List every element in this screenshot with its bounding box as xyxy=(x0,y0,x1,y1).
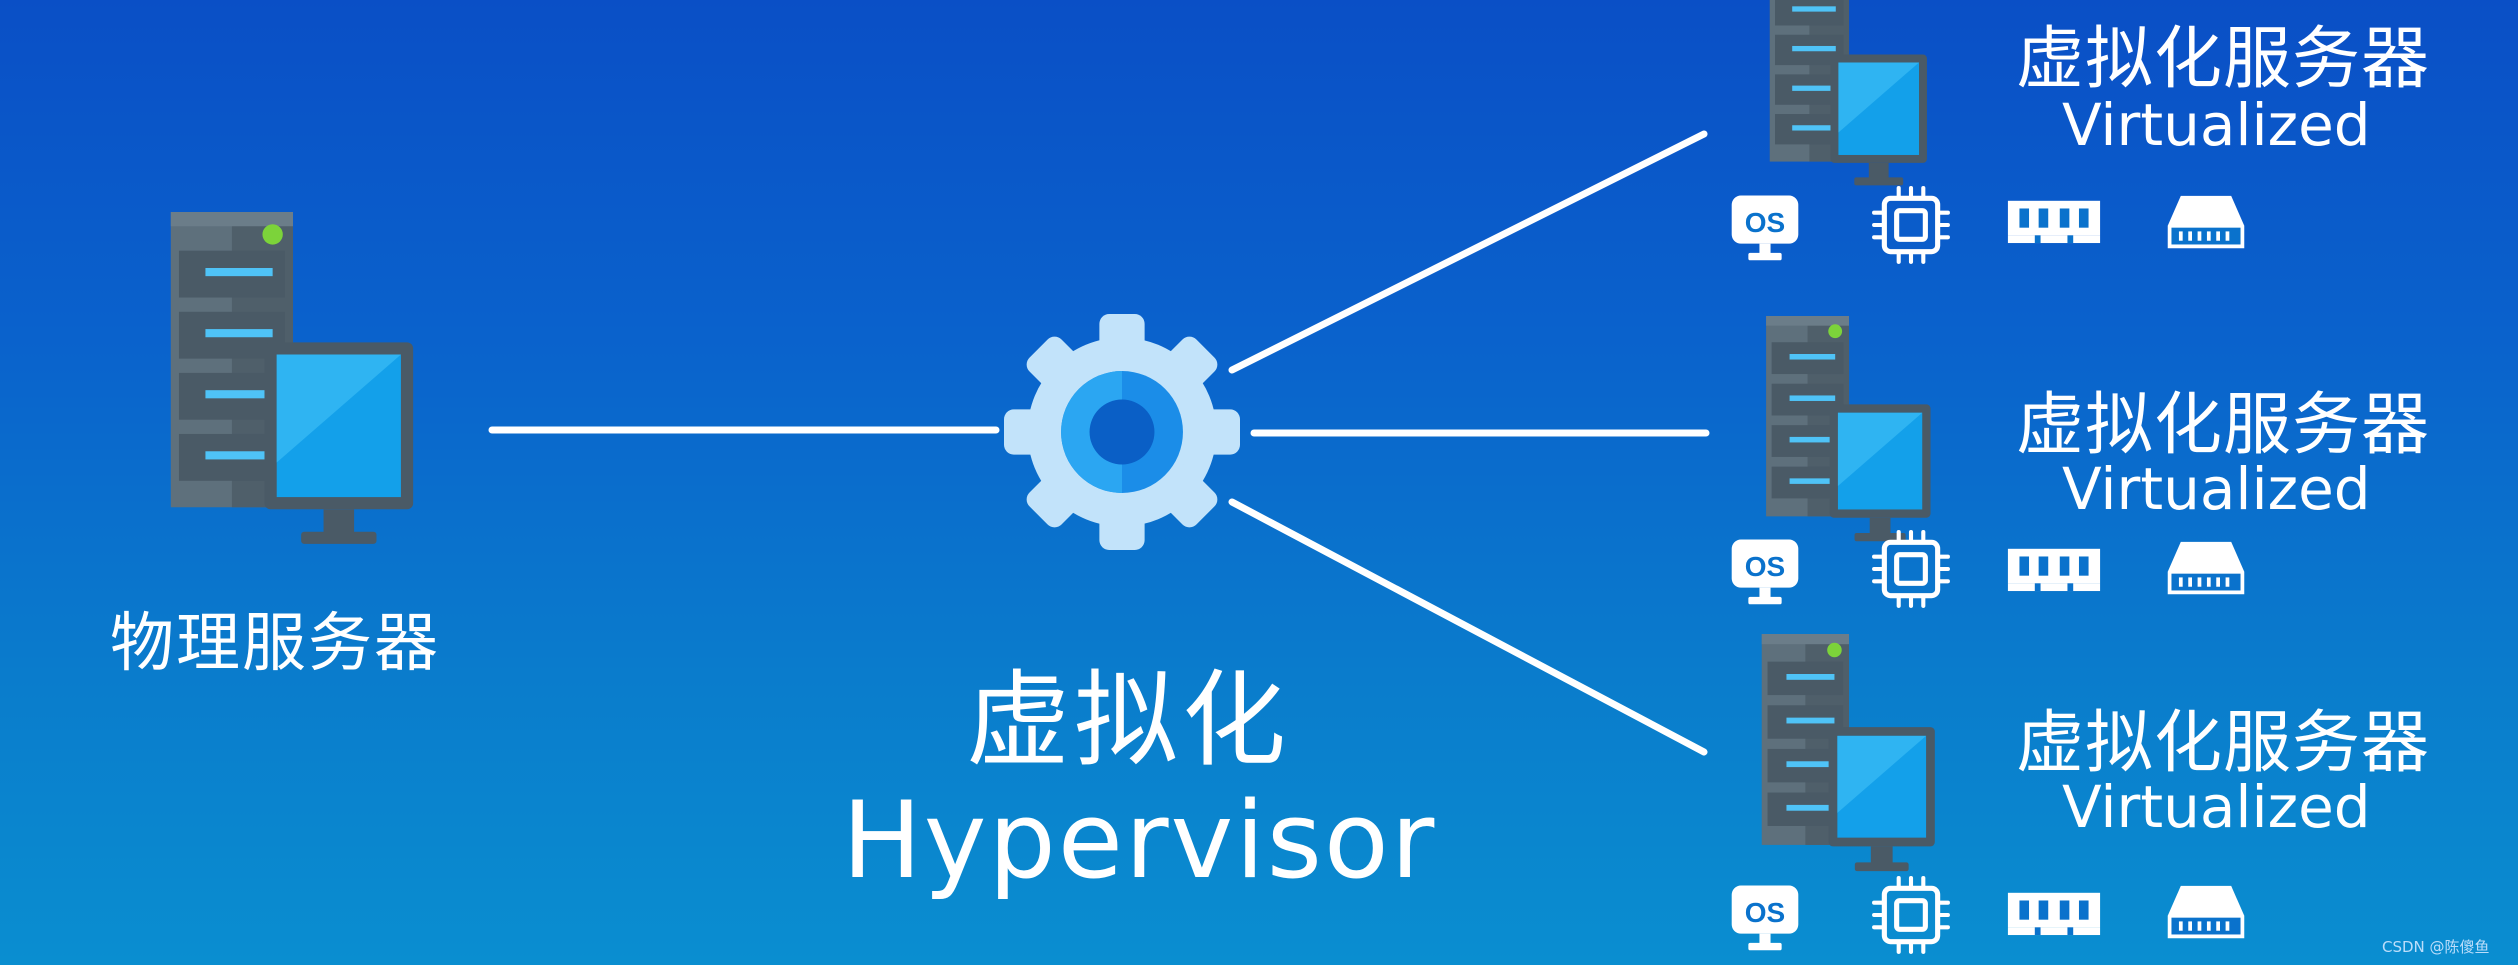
cpu-chip-icon xyxy=(1874,188,1948,262)
virtual-server-bottom: OS xyxy=(1731,634,2245,952)
os-badge-label: OS xyxy=(1745,897,1785,928)
virtual-server-title: 虚拟化服务器 xyxy=(2016,386,2431,465)
virtual-server-middle: OS xyxy=(1731,316,2245,606)
cpu-chip-icon xyxy=(1874,878,1948,952)
hypervisor-to-virtual-top-line xyxy=(1228,130,1708,374)
virtual-server-title: 虚拟化服务器 xyxy=(2016,704,2431,783)
ram-module-icon xyxy=(2007,548,2101,592)
connector-lines xyxy=(488,130,1710,756)
ram-module-icon xyxy=(2007,200,2101,244)
disk-drive-icon xyxy=(2167,195,2245,249)
physical-server-label: 物理服务器 xyxy=(110,607,440,681)
virtual-server-icon xyxy=(1769,0,1927,186)
hypervisor-to-virtual-bottom-line xyxy=(1228,498,1708,756)
ram-module-icon xyxy=(2007,892,2101,936)
virtual-server-subtitle: Virtualized xyxy=(2062,455,2371,523)
hypervisor-title: 虚拟化 xyxy=(966,659,1291,781)
hypervisor-subtitle: Hypervisor xyxy=(842,779,1437,902)
virtual-server-icon xyxy=(1766,316,1931,542)
os-badge-label: OS xyxy=(1745,207,1785,238)
virtual-server-title: 虚拟化服务器 xyxy=(2016,20,2431,99)
disk-drive-icon xyxy=(2167,885,2245,939)
virtual-server-subtitle: Virtualized xyxy=(2062,773,2371,841)
cpu-chip-icon xyxy=(1874,532,1948,606)
virtual-server-subtitle: Virtualized xyxy=(2062,91,2371,159)
gear-icon xyxy=(1004,314,1240,550)
physical-server-icon xyxy=(170,212,414,544)
virtual-server-top: OS xyxy=(1731,0,2245,262)
virtual-server-icon xyxy=(1761,634,1935,872)
os-badge-label: OS xyxy=(1745,551,1785,582)
disk-drive-icon xyxy=(2167,541,2245,595)
watermark: CSDN @陈傻鱼 xyxy=(2382,938,2490,956)
